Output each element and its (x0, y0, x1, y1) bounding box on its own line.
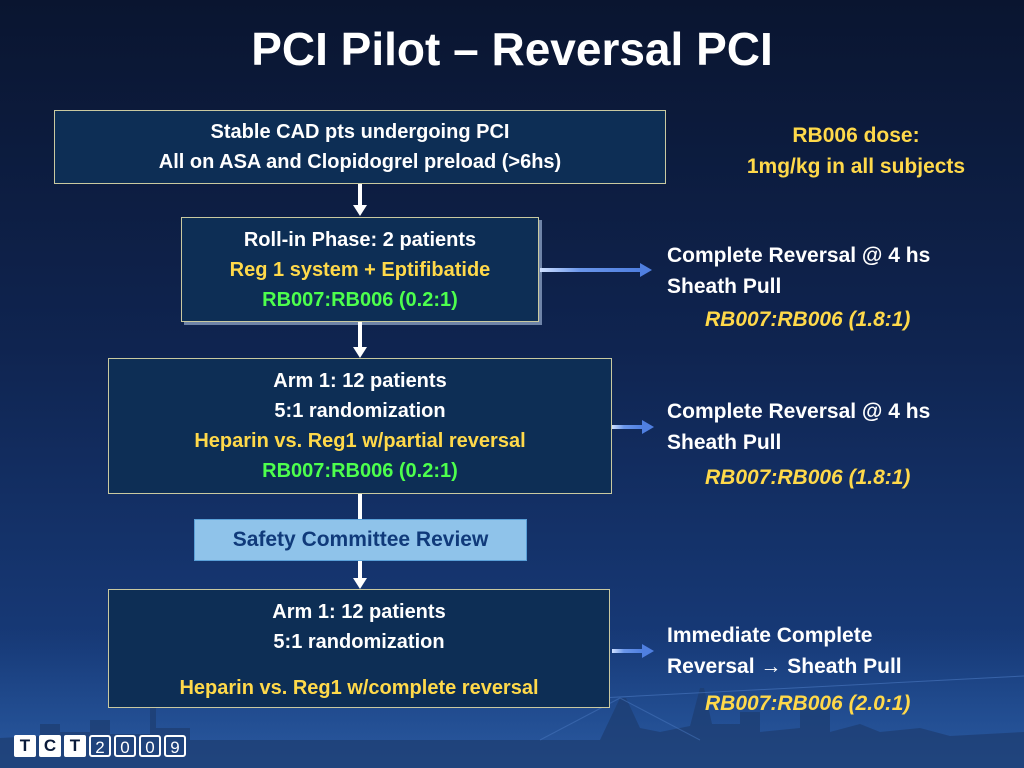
box-rollin: Roll-in Phase: 2 patients Reg 1 system +… (181, 217, 539, 322)
outcome-3: Immediate Complete Reversal → Sheath Pul… (667, 620, 902, 682)
box-rollin-line2: Reg 1 system + Eptifibatide (229, 259, 491, 281)
outcome-1-ratio: RB007:RB006 (1.8:1) (705, 308, 911, 331)
box-arm1-complete-line3: Heparin vs. Reg1 w/complete reversal (179, 677, 539, 699)
arrow-to-outcome-3 (612, 649, 642, 653)
box-stable-cad: Stable CAD pts undergoing PCI All on ASA… (54, 110, 666, 184)
logo-digit: 0 (139, 735, 161, 757)
box-stable-cad-line1: Stable CAD pts undergoing PCI (210, 121, 510, 143)
arrow-to-outcome-3-head (642, 644, 654, 658)
box-arm1-partial: Arm 1: 12 patients 5:1 randomization Hep… (108, 358, 612, 494)
box-arm1-partial-line3: Heparin vs. Reg1 w/partial reversal (194, 430, 526, 452)
outcome-2-ratio: RB007:RB006 (1.8:1) (705, 466, 911, 489)
right-arrow-icon: → (760, 655, 782, 678)
box-arm1-partial-line1: Arm 1: 12 patients (273, 370, 447, 392)
logo-digit: 9 (164, 735, 186, 757)
logo-digit: 2 (89, 735, 111, 757)
dose-note-line2: 1mg/kg in all subjects (746, 155, 966, 178)
box-arm1-partial-line4: RB007:RB006 (0.2:1) (262, 460, 458, 482)
outcome-1-line2: Sheath Pull (667, 275, 782, 298)
arrow-to-outcome-1 (540, 268, 640, 272)
arrow-to-outcome-1-head (640, 263, 652, 277)
connector-3 (358, 494, 362, 519)
outcome-3-line2: Reversal → Sheath Pull (667, 651, 902, 682)
box-rollin-line1: Roll-in Phase: 2 patients (243, 229, 477, 251)
connector-2-arrowhead (353, 347, 367, 358)
connector-1-arrowhead (353, 205, 367, 216)
arrow-to-outcome-2 (612, 425, 642, 429)
connector-4 (358, 561, 362, 579)
page-title: PCI Pilot – Reversal PCI (251, 23, 773, 75)
dose-note-line1: RB006 dose: (792, 124, 920, 147)
outcome-2-line2: Sheath Pull (667, 431, 782, 454)
outcome-3-ratio: RB007:RB006 (2.0:1) (705, 692, 911, 715)
safety-committee-review: Safety Committee Review (194, 519, 527, 561)
outcome-2: Complete Reversal @ 4 hs Sheath Pull (667, 396, 930, 458)
box-stable-cad-line2: All on ASA and Clopidogrel preload (>6hs… (158, 151, 562, 173)
outcome-3-line1: Immediate Complete (667, 624, 873, 647)
outcome-3-line2-b: Sheath Pull (787, 655, 902, 678)
outcome-2-line1: Complete Reversal @ 4 hs (667, 400, 931, 423)
connector-4-arrowhead (353, 578, 367, 589)
logo-letter: T (14, 735, 36, 757)
connector-2 (358, 322, 362, 348)
tct-2009-logo: T C T 2 0 0 9 (14, 734, 186, 758)
outcome-3-line2-a: Reversal (667, 655, 755, 678)
connector-1 (358, 184, 362, 206)
box-arm1-complete-line1: Arm 1: 12 patients (272, 601, 446, 623)
box-arm1-complete-line2: 5:1 randomization (273, 631, 445, 653)
dose-note: RB006 dose: 1mg/kg in all subjects (700, 120, 1012, 182)
box-arm1-complete: Arm 1: 12 patients 5:1 randomization Hep… (108, 589, 610, 708)
outcome-1-line1: Complete Reversal @ 4 hs (667, 244, 931, 267)
box-rollin-line3: RB007:RB006 (0.2:1) (262, 289, 458, 311)
outcome-1: Complete Reversal @ 4 hs Sheath Pull (667, 240, 930, 302)
logo-letter: T (64, 735, 86, 757)
logo-digit: 0 (114, 735, 136, 757)
logo-letter: C (39, 735, 61, 757)
box-arm1-partial-line2: 5:1 randomization (274, 400, 446, 422)
arrow-to-outcome-2-head (642, 420, 654, 434)
